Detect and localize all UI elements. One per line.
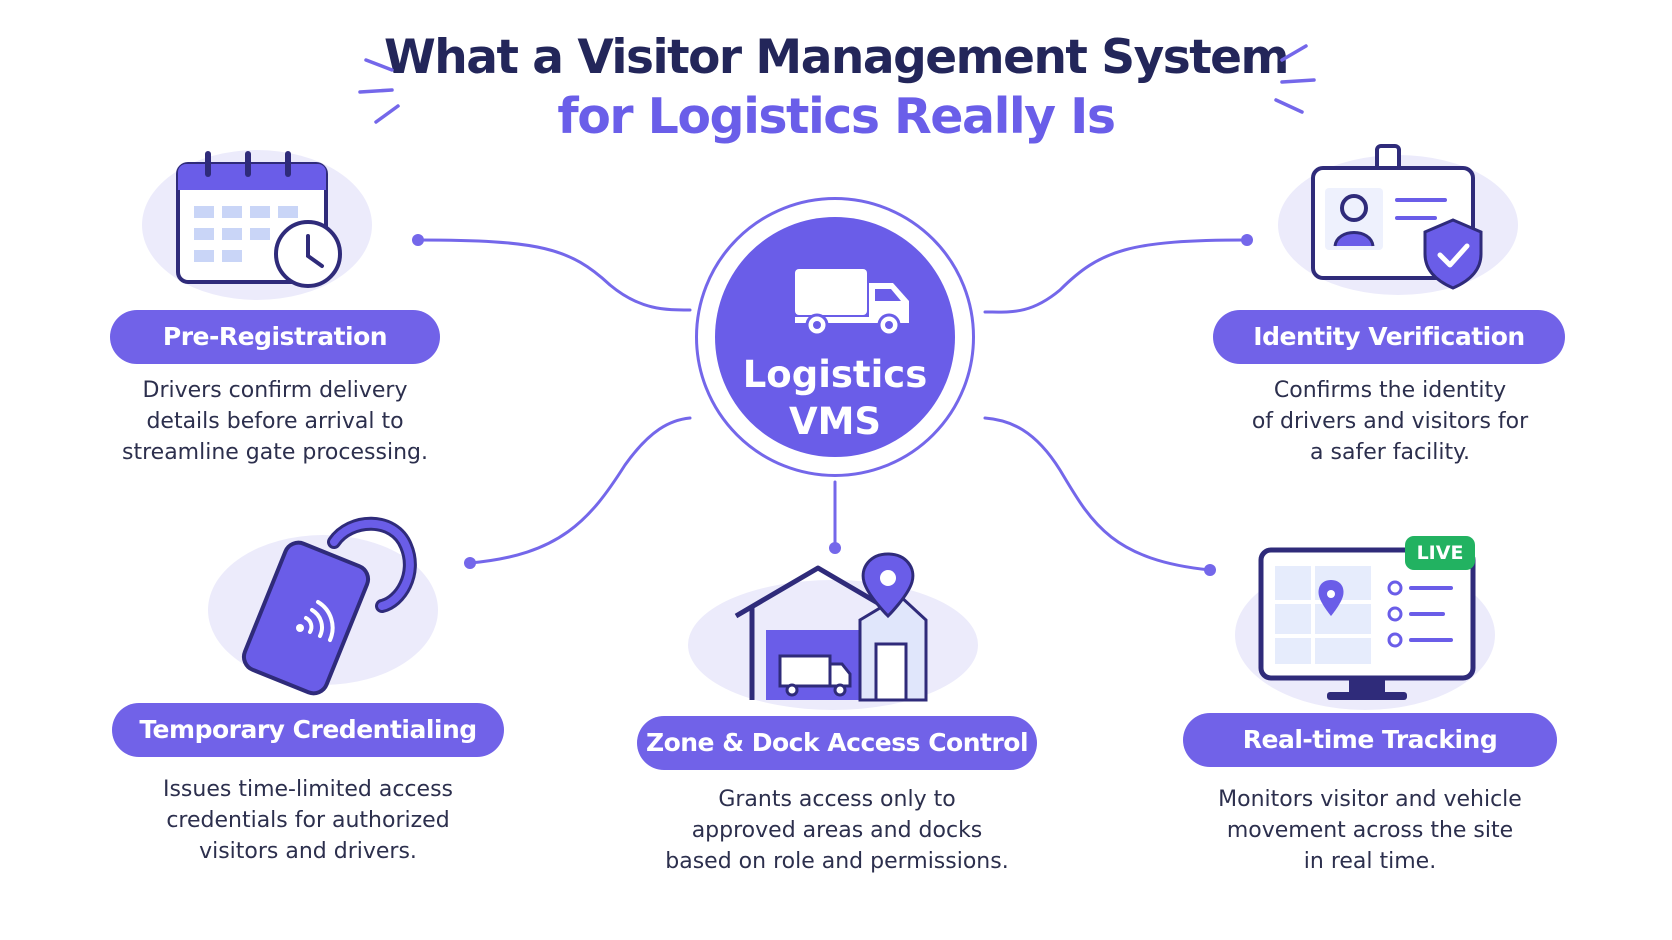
temporary-credentialing-description: Issues time-limited access credentials f… — [162, 777, 453, 864]
hub-circle: Logistics VMS — [695, 197, 975, 477]
pre-registration-description: Drivers confirm delivery details before … — [122, 378, 428, 465]
hub-core: Logistics VMS — [715, 217, 955, 457]
zone-dock-access-label: Zone & Dock Access Control — [637, 716, 1037, 770]
live-badge: LIVE — [1405, 536, 1475, 570]
hub-label-line1: Logistics — [742, 353, 928, 396]
realtime-tracking-label: Real-time Tracking — [1183, 713, 1557, 767]
realtime-tracking-description: Monitors visitor and vehicle movement ac… — [1218, 787, 1522, 874]
title-accent-left — [358, 58, 400, 124]
connector-dot — [412, 234, 424, 246]
rfid-badge-icon — [241, 516, 417, 696]
hub-label-line2: VMS — [788, 400, 882, 443]
id-badge-shield-icon — [1311, 144, 1483, 290]
page-title: What a Visitor Management System — [383, 30, 1290, 85]
connector-dot — [1204, 564, 1216, 576]
connector-dot — [829, 542, 841, 554]
calendar-clock-icon — [176, 151, 342, 288]
temporary-credentialing-label: Temporary Credentialing — [112, 703, 504, 757]
identity-verification-label: Identity Verification — [1213, 310, 1565, 364]
identity-verification-description: Confirms the identity of drivers and vis… — [1251, 378, 1529, 465]
page-subtitle: for Logistics Really Is — [557, 88, 1116, 145]
connector-pre-registration — [416, 238, 692, 312]
zone-dock-access-description: Grants access only to approved areas and… — [665, 787, 1009, 874]
warehouse-location-icon — [734, 552, 928, 702]
connector-realtime-tracking — [983, 416, 1212, 572]
connector-temporary-credentialing — [468, 416, 692, 565]
connector-identity-verification — [983, 238, 1249, 314]
pre-registration-label: Pre-Registration — [110, 310, 440, 364]
connector-dot — [464, 557, 476, 569]
monitor-map-icon — [1258, 547, 1476, 700]
title-accent-right — [1274, 44, 1316, 114]
connector-dot — [1241, 234, 1253, 246]
truck-icon — [795, 269, 909, 337]
